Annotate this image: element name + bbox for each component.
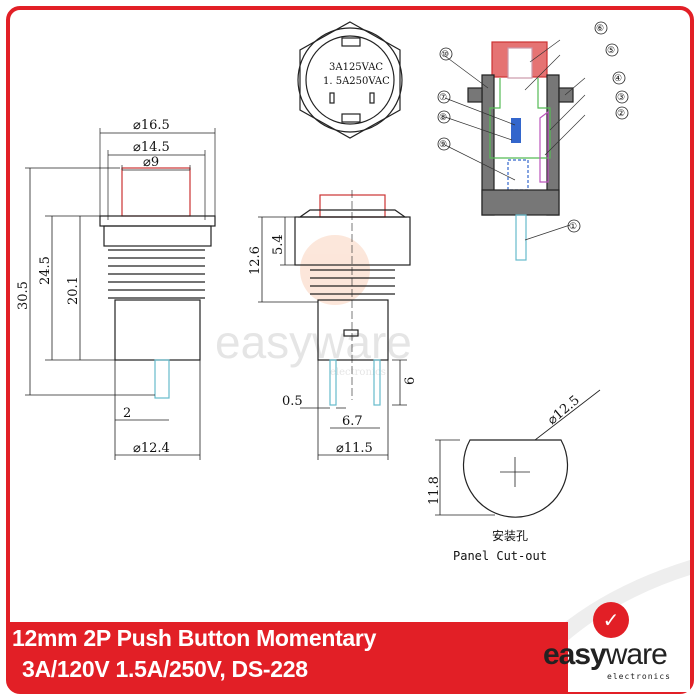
dim-d12-5: ⌀12.5 (545, 393, 583, 428)
dim-6: 6 (403, 377, 418, 385)
callout-5: ⑤ (607, 46, 615, 56)
dim-20-1: 20.1 (66, 276, 81, 305)
dim-6-7: 6.7 (342, 414, 363, 429)
callout-7: ⑦ (439, 93, 447, 103)
dim-d9: ⌀9 (143, 155, 159, 170)
title-banner: 12mm 2P Push Button Momentary 3A/120V 1.… (8, 622, 568, 692)
cutout-label-cn: 安装孔 (492, 528, 528, 543)
dim-12-6: 12.6 (248, 246, 263, 275)
callout-8: ⑧ (439, 113, 447, 123)
top-view: 3A125VAC 1. 5A250VAC (297, 21, 403, 139)
brand-logo: ✓ easyware electronics (543, 600, 685, 690)
callout-6: ⑥ (596, 24, 604, 34)
callout-2: ② (617, 109, 625, 119)
dim-5-4: 5.4 (271, 234, 286, 255)
dim-11-8: 11.8 (427, 476, 442, 505)
dim-30-5: 30.5 (16, 281, 31, 310)
callout-4: ④ (614, 74, 622, 84)
callout-3: ③ (617, 93, 625, 103)
front-view (25, 128, 216, 460)
brand-name-light: ware (605, 638, 668, 671)
watermark: easyware electronics (215, 235, 412, 378)
dim-d14-5: ⌀14.5 (133, 140, 170, 155)
brand-name-bold: easy (543, 638, 607, 671)
panel-cutout (435, 389, 601, 518)
dim-0-5: 0.5 (282, 394, 303, 409)
side-view (258, 190, 411, 460)
part-callouts (437, 21, 629, 233)
rating-text-1: 3A125VAC (329, 62, 383, 73)
callout-1: ① (569, 222, 577, 232)
dim-d11-5: ⌀11.5 (336, 441, 373, 456)
rating-text-2: 1. 5A250VAC (323, 76, 390, 87)
cutout-label-en: Panel Cut-out (453, 549, 547, 563)
dim-pin-width: 2 (123, 406, 131, 421)
callout-9: ⑨ (439, 140, 447, 150)
cross-section (444, 39, 586, 261)
dim-24-5: 24.5 (38, 256, 53, 285)
frame-border (6, 6, 694, 694)
svg-text:easyware: easyware (215, 316, 412, 368)
dim-d12-4: ⌀12.4 (133, 441, 170, 456)
brand-subtitle: electronics (607, 672, 671, 681)
title-line-1: 12mm 2P Push Button Momentary (12, 625, 377, 651)
dim-d16-5: ⌀16.5 (133, 118, 170, 133)
svg-text:electronics: electronics (330, 367, 386, 378)
callout-10: ⑩ (441, 50, 449, 60)
title-line-2: 3A/120V 1.5A/250V, DS-228 (22, 656, 308, 682)
check-icon: ✓ (593, 602, 629, 638)
